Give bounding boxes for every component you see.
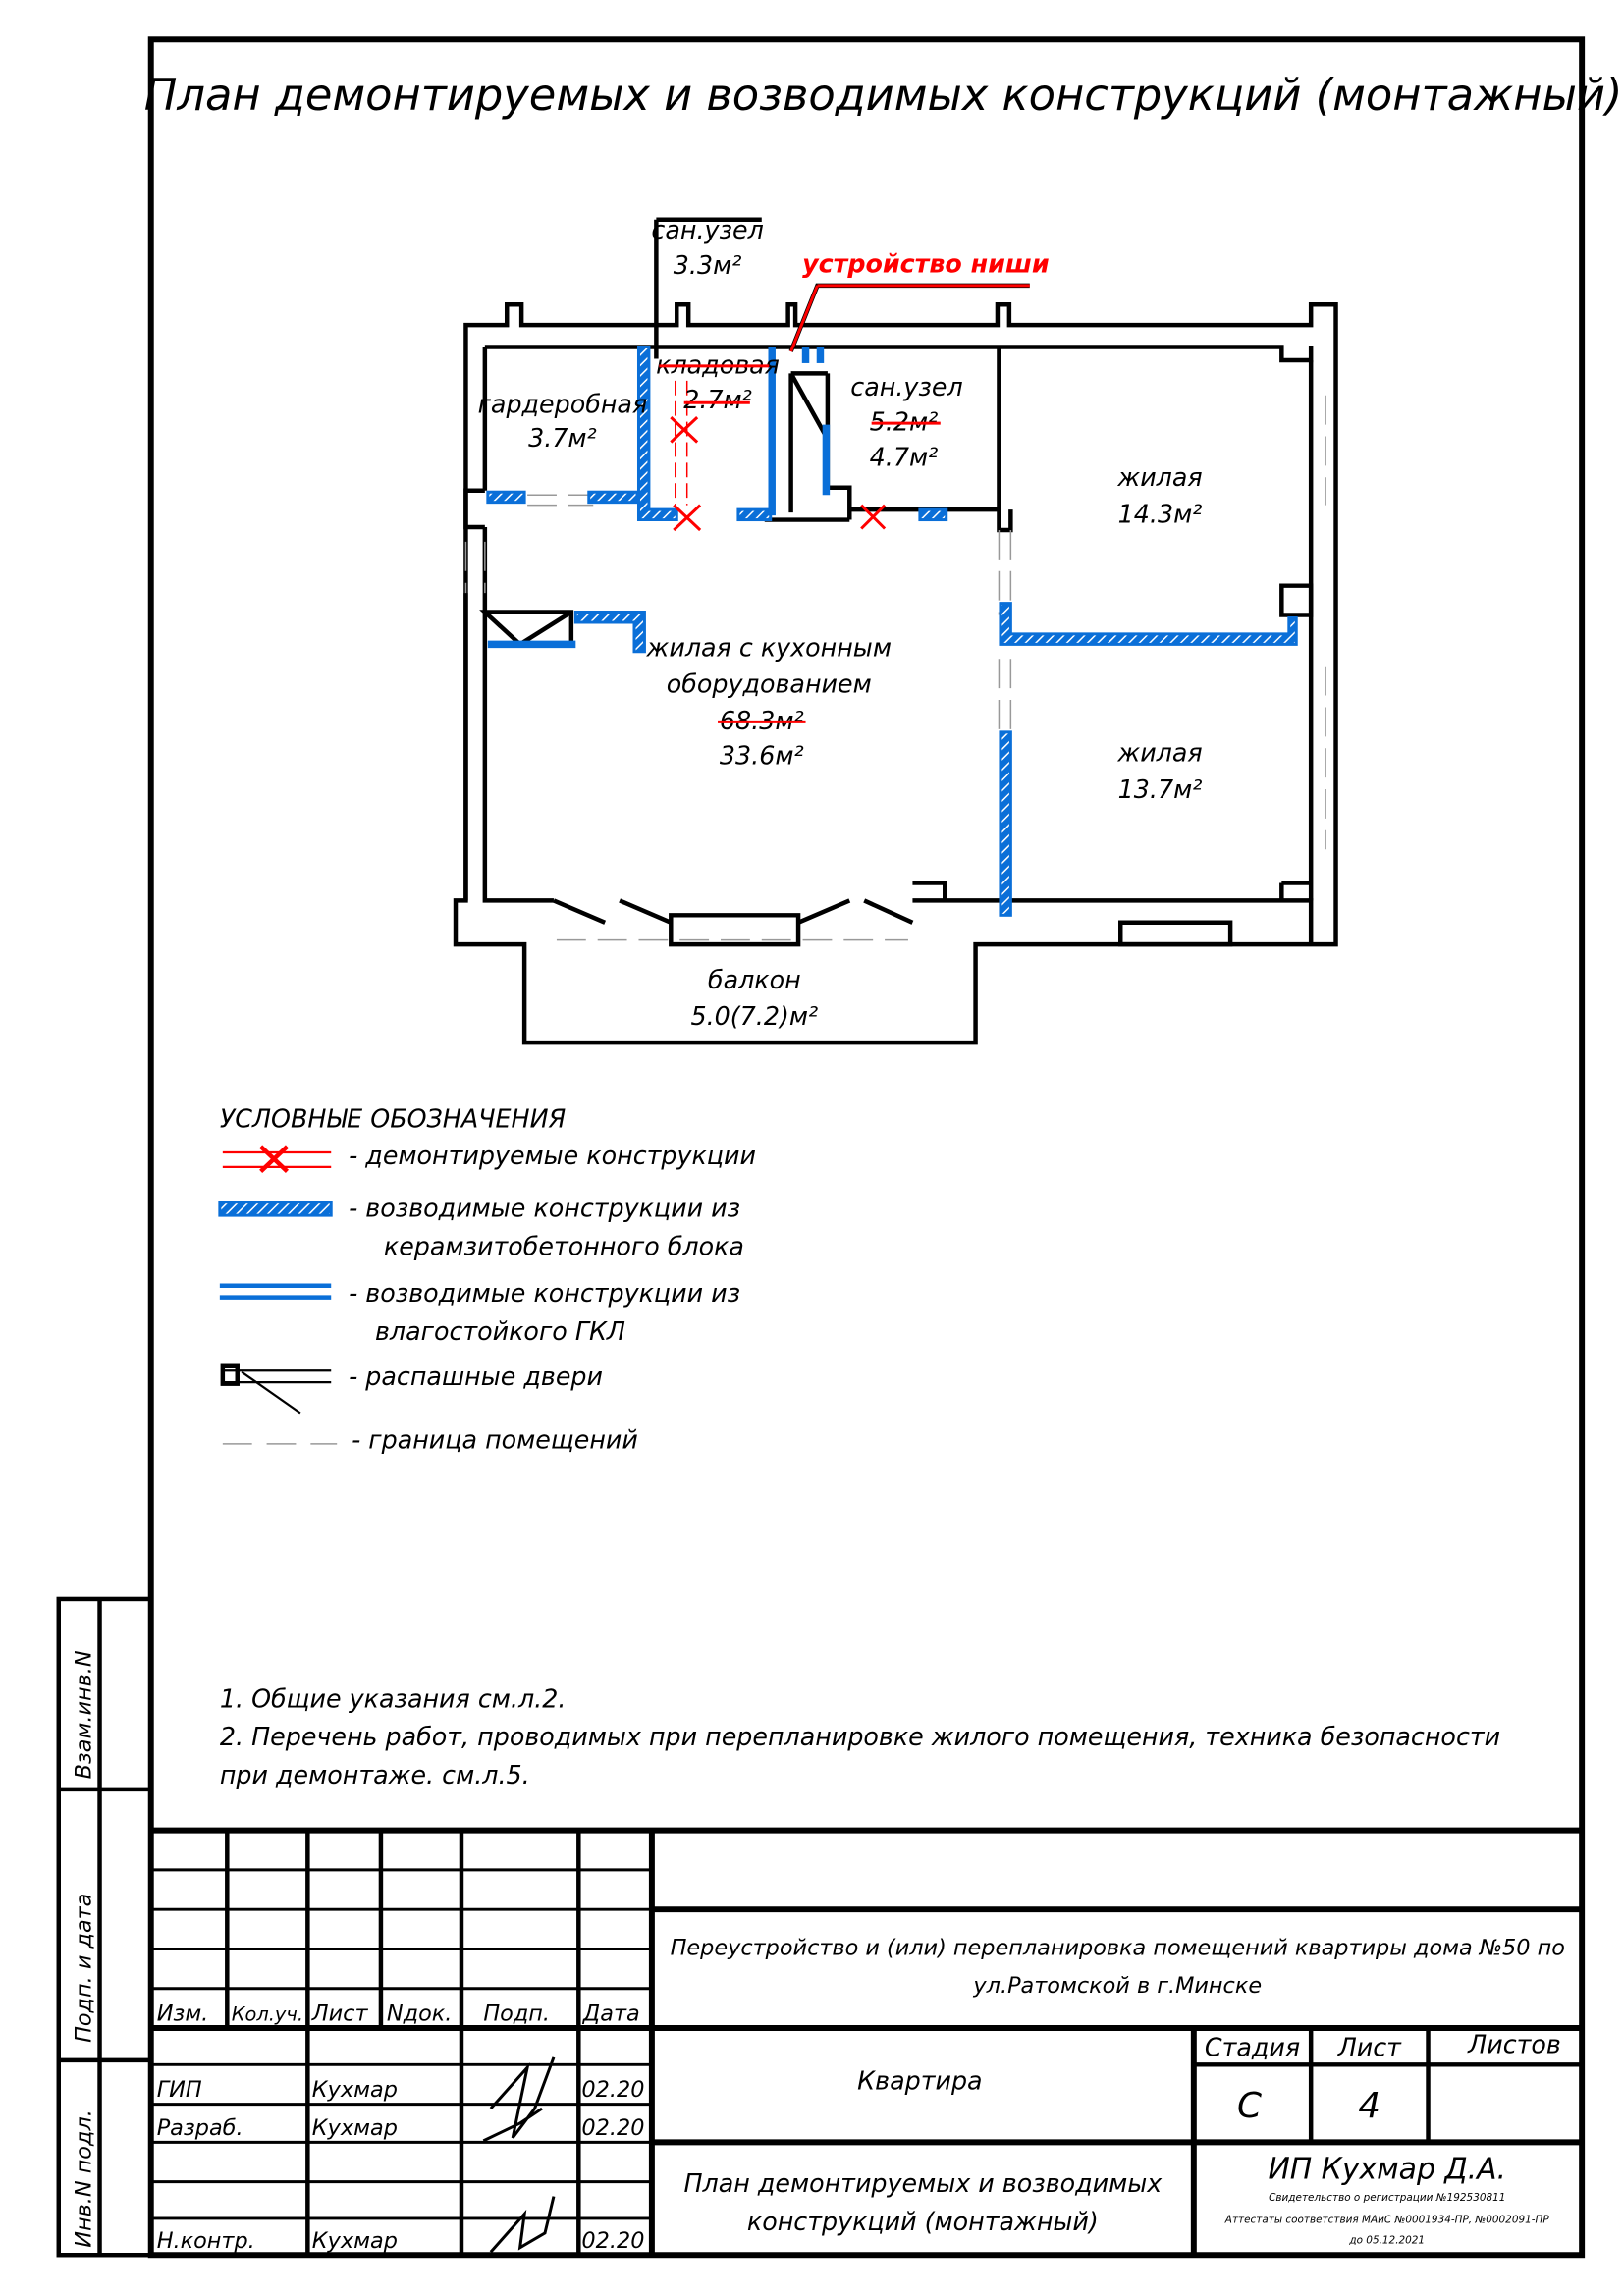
room-area: 33.6м² [720, 741, 804, 771]
note: 2. Перечень работ, проводимых при перепл… [220, 1722, 1500, 1751]
room-name: жилая с кухонным [646, 632, 892, 662]
legend-item: керамзитобетонного блока [384, 1231, 744, 1260]
legend-item: - демонтируемые конструкции [349, 1141, 756, 1170]
niche-annotation: устройство ниши [802, 248, 1049, 278]
date: 02.20 [581, 2077, 644, 2103]
col-header: Кол.уч. [232, 2003, 303, 2026]
room-name: сан.узел [850, 372, 962, 401]
sheet-label: Лист [1337, 2032, 1402, 2061]
col-header: Дата [582, 2002, 640, 2027]
sheets-label: Листов [1467, 2029, 1561, 2058]
project-title: ул.Ратомской в г.Минске [972, 1973, 1262, 1999]
side-stamp-label: Подп. и дата [72, 1894, 97, 2043]
name: Кухмар [312, 2115, 398, 2141]
role: Разраб. [157, 2115, 243, 2141]
role: ГИП [157, 2077, 202, 2103]
company-name: ИП Кухмар Д.А. [1268, 2153, 1506, 2187]
col-header: Nдок. [387, 2002, 452, 2027]
legend-item: - граница помещений [352, 1424, 638, 1454]
col-header: Изм. [157, 2002, 209, 2027]
sheet-value: 4 [1358, 2086, 1380, 2126]
note: 1. Общие указания см.л.2. [220, 1683, 567, 1713]
room-area: 5.0(7.2)м² [690, 1001, 818, 1031]
legend-item: - возводимые конструкции из [349, 1194, 740, 1223]
room-name: оборудованием [667, 669, 872, 699]
legend-item: влагостойкого ГКЛ [375, 1316, 625, 1346]
room-area: 2.7м² [683, 385, 752, 414]
room-name: балкон [708, 965, 801, 994]
legend-title: УСЛОВНЫЕ ОБОЗНАЧЕНИЯ [220, 1104, 566, 1134]
date: 02.20 [581, 2228, 644, 2254]
page-title: План демонтируемых и возводимых конструк… [144, 69, 1623, 121]
sheet-title: конструкций (монтажный) [747, 2207, 1099, 2236]
room-area: 4.7м² [870, 442, 939, 471]
note: при демонтаже. см.л.5. [220, 1760, 530, 1789]
room-area-old: 5.2м² [870, 407, 939, 437]
name: Кухмар [312, 2077, 398, 2103]
room-area: 14.3м² [1118, 500, 1203, 529]
col-header: Подп. [483, 2002, 550, 2027]
col-header: Лист [311, 2002, 369, 2027]
side-stamp-label: Инв.N подл. [72, 2109, 97, 2248]
object-name: Квартира [857, 2066, 982, 2096]
sheet-title: План демонтируемых и возводимых [683, 2168, 1163, 2198]
room-area: 3.3м² [674, 250, 742, 280]
sheet-frame [147, 36, 1586, 2259]
room-name: жилая [1116, 738, 1202, 768]
stage-label: Стадия [1205, 2032, 1300, 2061]
room-name: сан.узел [651, 215, 763, 244]
company-info: до 05.12.2021 [1348, 2234, 1425, 2246]
stage-value: С [1237, 2086, 1262, 2126]
name: Кухмар [312, 2228, 398, 2254]
room-name: кладовая [656, 349, 780, 379]
legend-item: - распашные двери [349, 1362, 603, 1391]
company-info: Свидетельство о регистрации №192530811 [1269, 2192, 1505, 2204]
date: 02.20 [581, 2115, 644, 2141]
room-name: гардеробная [478, 390, 648, 419]
room-name: жилая [1116, 462, 1202, 492]
side-stamp-label: Взам.инв.N [72, 1650, 97, 1779]
role: Н.контр. [157, 2228, 255, 2254]
floor-plan: сан.узел 3.3м² устройство ниши кладовая … [453, 215, 1338, 1045]
legend: УСЛОВНЫЕ ОБОЗНАЧЕНИЯ - демонтируемые кон… [218, 1104, 756, 1454]
company-info: Аттестаты соответствия МАиС №0001934-ПР,… [1224, 2214, 1550, 2225]
signature [482, 2056, 556, 2254]
room-area: 13.7м² [1118, 774, 1203, 804]
legend-item: - возводимые конструкции из [349, 1278, 740, 1308]
room-area: 3.7м² [528, 423, 597, 453]
side-stamp [56, 1596, 153, 2258]
room-area-old: 68.3м² [720, 706, 804, 735]
title-block [150, 1827, 1583, 2256]
project-title: Переустройство и (или) перепланировка по… [671, 1935, 1565, 1960]
